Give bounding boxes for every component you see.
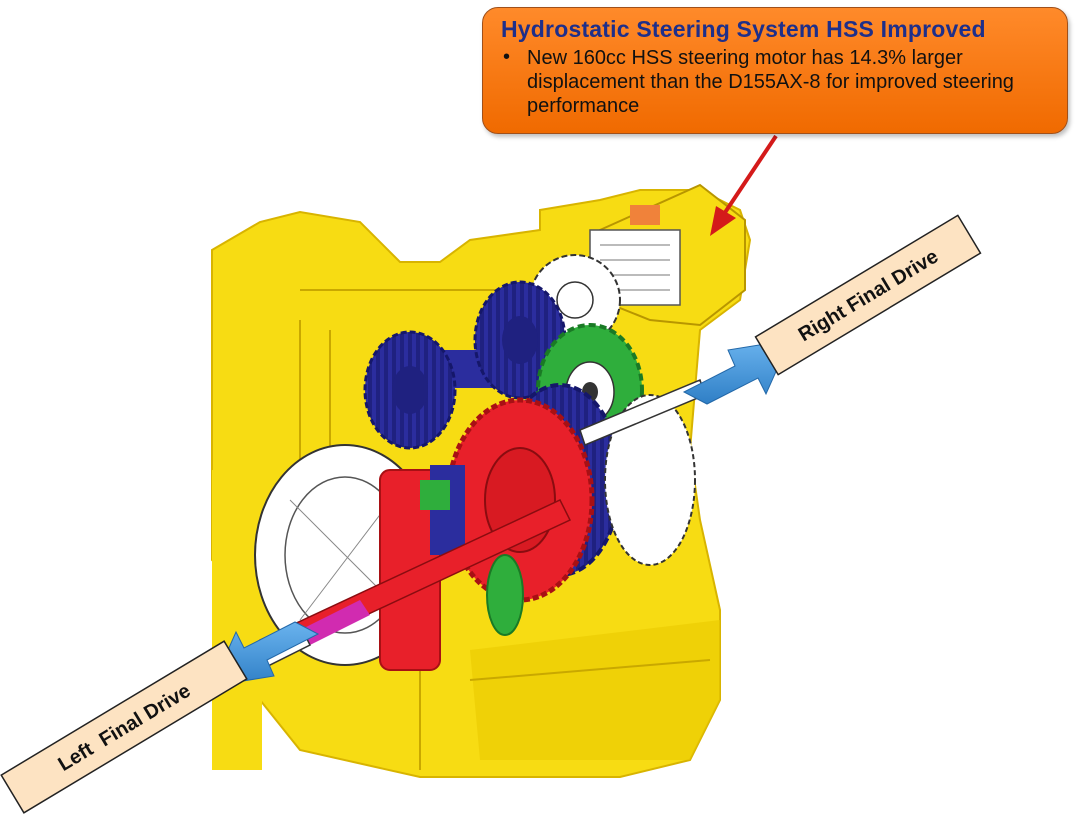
right-brake-housing: [604, 394, 696, 566]
left-final-drive-label: Left Final Drive: [0, 640, 248, 814]
right-final-drive-label: Right Final Drive: [754, 214, 982, 376]
callout-bullet: •: [503, 46, 511, 68]
right-final-drive-text: Right Final Drive: [795, 246, 943, 347]
hss-callout: Hydrostatic Steering System HSS Improved…: [482, 7, 1068, 134]
left-final-drive-text: Left Final Drive: [55, 680, 195, 776]
callout-text: New 160cc HSS steering motor has 14.3% l…: [527, 47, 1014, 117]
hss-steering-motor: [589, 183, 746, 327]
green-gear-lower: [486, 554, 524, 636]
callout-title: Hydrostatic Steering System HSS Improved: [501, 16, 986, 42]
pointer-arrow: [710, 134, 778, 236]
